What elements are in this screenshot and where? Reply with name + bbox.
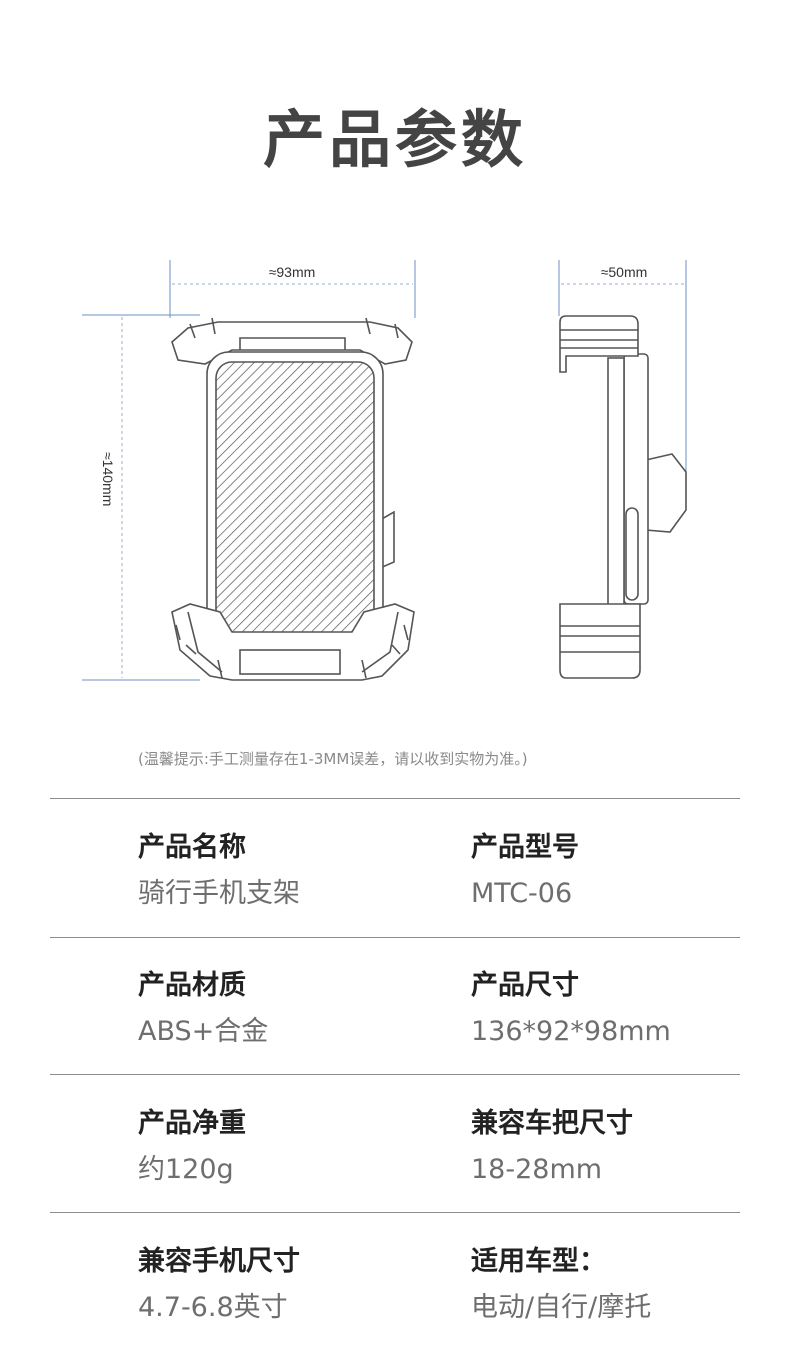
- spec-label-vehicle-type: 适用车型：: [471, 1246, 606, 1277]
- measurement-note: (温馨提示:手工测量存在1-3MM误差，请以收到实物为准。): [138, 750, 528, 768]
- divider: [50, 937, 740, 938]
- product-dimension-diagram: ≈93mm ≈140mm ≈50mm: [82, 260, 687, 681]
- holder-side-view: [559, 315, 687, 679]
- spec-value-phone-size: 4.7-6.8英寸: [138, 1292, 288, 1323]
- width-label: ≈93mm: [269, 264, 316, 280]
- spec-label-product-name: 产品名称: [138, 832, 246, 863]
- spec-value-vehicle-type: 电动/自行/摩托: [471, 1292, 652, 1323]
- spec-label-phone-size: 兼容手机尺寸: [138, 1246, 300, 1277]
- spec-label-model: 产品型号: [471, 832, 579, 863]
- spec-value-size: 136*92*98mm: [471, 1016, 671, 1047]
- spec-label-material: 产品材质: [138, 970, 246, 1001]
- depth-dimension: ≈50mm: [558, 260, 687, 478]
- page-title: 产品参数: [262, 103, 527, 176]
- spec-value-product-name: 骑行手机支架: [138, 878, 300, 909]
- spec-value-net-weight: 约120g: [138, 1154, 234, 1185]
- holder-front-view: [171, 317, 415, 681]
- depth-label: ≈50mm: [601, 264, 648, 280]
- spec-label-size: 产品尺寸: [471, 970, 579, 1001]
- spec-value-model: MTC-06: [471, 878, 573, 909]
- spec-label-net-weight: 产品净重: [138, 1108, 246, 1139]
- spec-label-handlebar-size: 兼容车把尺寸: [471, 1108, 633, 1139]
- divider: [50, 798, 740, 799]
- spec-value-material: ABS+合金: [138, 1016, 269, 1047]
- height-label: ≈140mm: [100, 452, 116, 506]
- width-dimension: ≈93mm: [169, 260, 416, 318]
- height-dimension: ≈140mm: [82, 314, 200, 681]
- spec-value-handlebar-size: 18-28mm: [471, 1154, 603, 1185]
- divider: [50, 1074, 740, 1075]
- divider: [50, 1212, 740, 1213]
